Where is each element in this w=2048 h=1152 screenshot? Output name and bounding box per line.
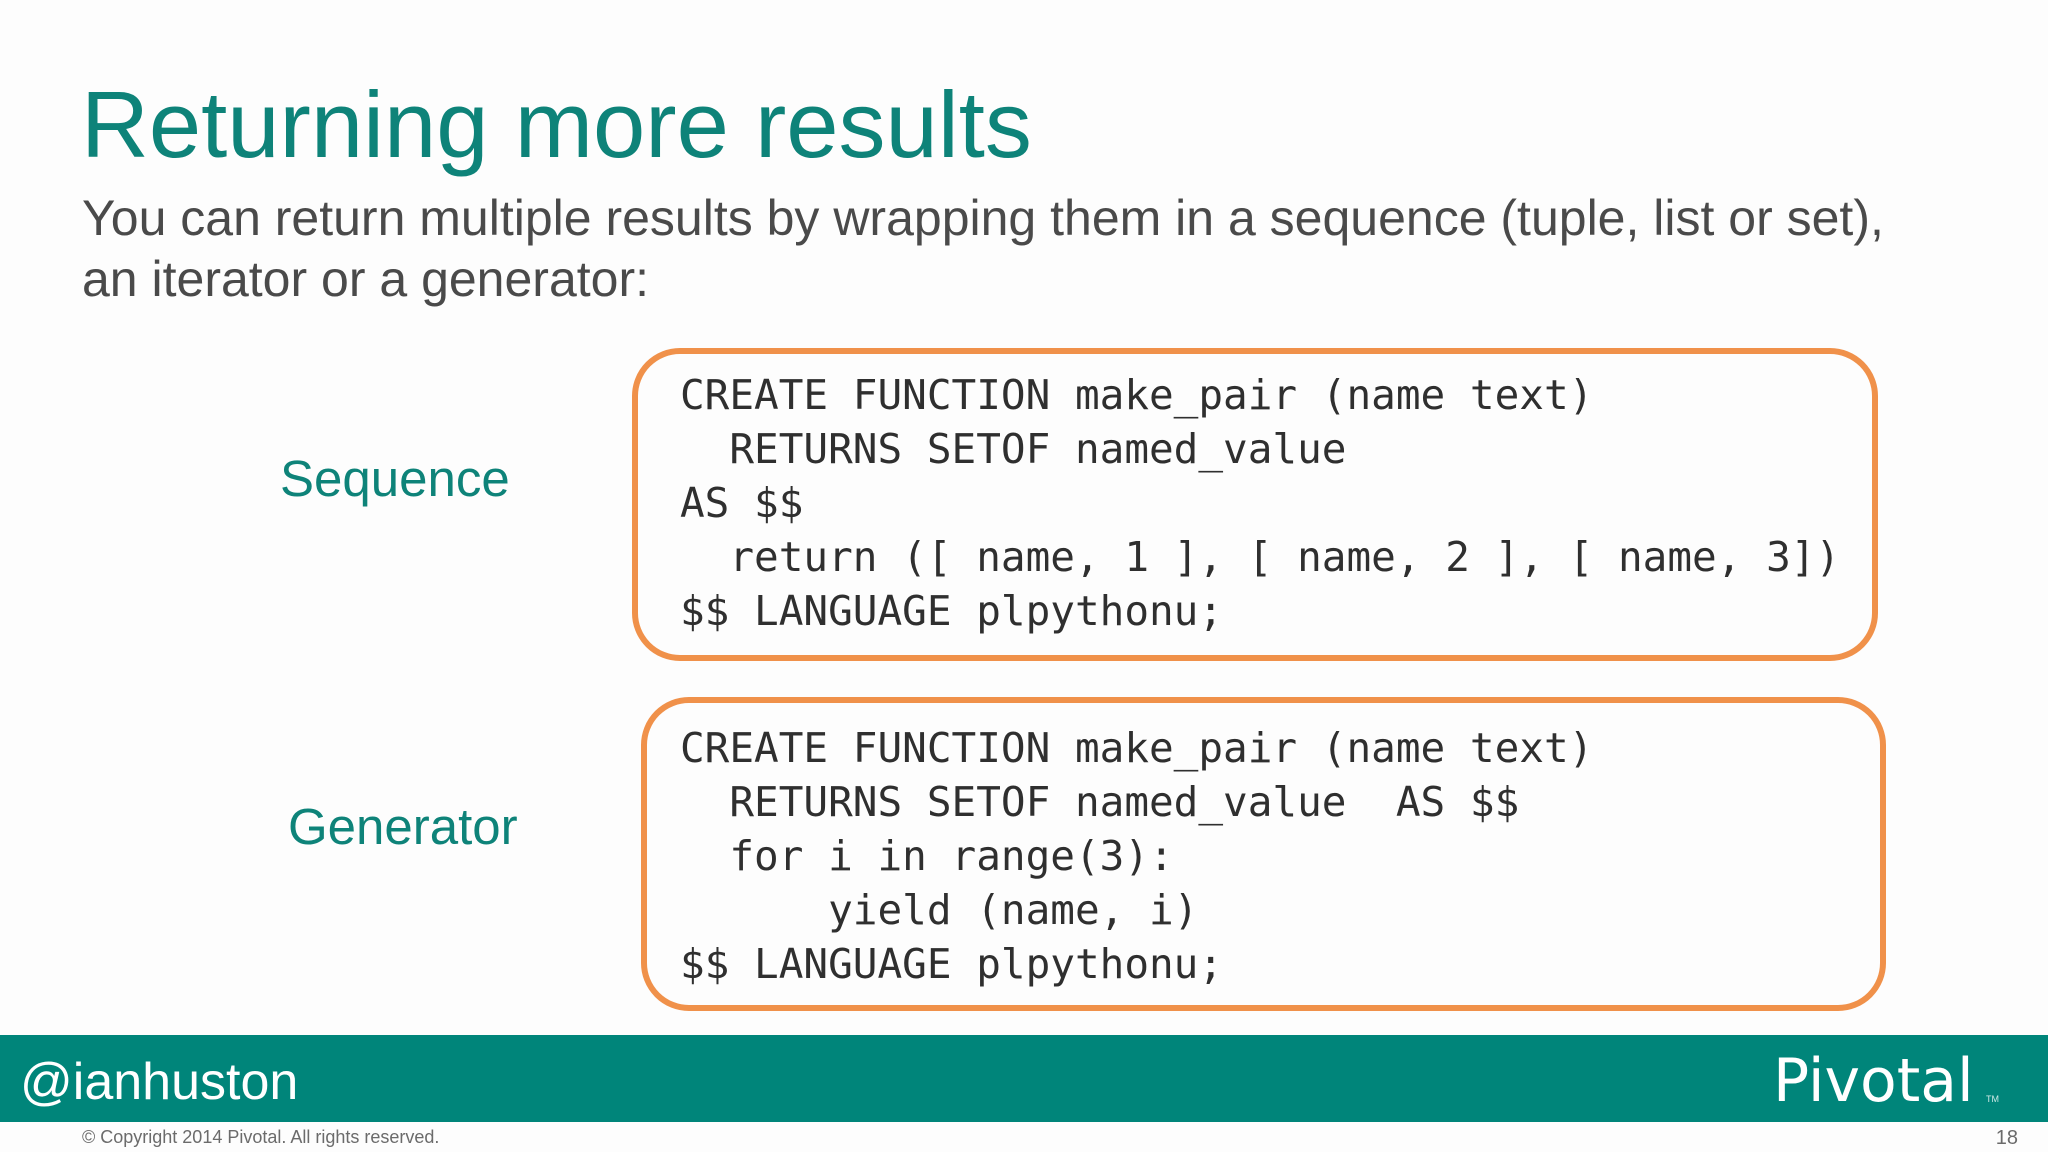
code-line: $$ LANGUAGE plpythonu; [680,940,1224,988]
subtitle-line-2: an iterator or a generator: [82,251,649,307]
subtitle-line-1: You can return multiple results by wrapp… [82,190,1884,246]
page-number: 18 [1995,1127,2018,1149]
generator-code-box [641,697,1886,1011]
copyright-notice: © Copyright 2014 Pivotal. All rights res… [82,1127,440,1147]
generator-label: Generator [288,798,518,855]
code-line: yield (name, i) [680,886,1199,934]
code-line: return ([ name, 1 ], [ name, 2 ], [ name… [680,533,1841,581]
code-line: $$ LANGUAGE plpythonu; [680,587,1224,635]
code-line: CREATE FUNCTION make_pair (name text) [680,371,1594,419]
code-line: RETURNS SETOF named_value [680,425,1347,473]
sequence-label: Sequence [280,450,510,507]
code-line: CREATE FUNCTION make_pair (name text) [680,724,1594,772]
footer-bar [0,1035,2048,1122]
code-line: RETURNS SETOF named_value AS $$ [680,778,1520,826]
pivotal-logo: Pivotal [1773,1046,1974,1116]
generator-code-block: CREATE FUNCTION make_pair (name text) RE… [680,721,1593,991]
sequence-code-box [632,348,1878,661]
code-line: for i in range(3): [680,832,1174,880]
code-line: AS $$ [680,479,804,527]
twitter-handle: @ianhuston [20,1053,299,1111]
sequence-code-block: CREATE FUNCTION make_pair (name text) RE… [680,368,1840,638]
trademark-mark: TM [1986,1094,1999,1104]
slide-subtitle: You can return multiple results by wrapp… [82,188,1982,310]
slide-title: Returning more results [81,72,1032,177]
